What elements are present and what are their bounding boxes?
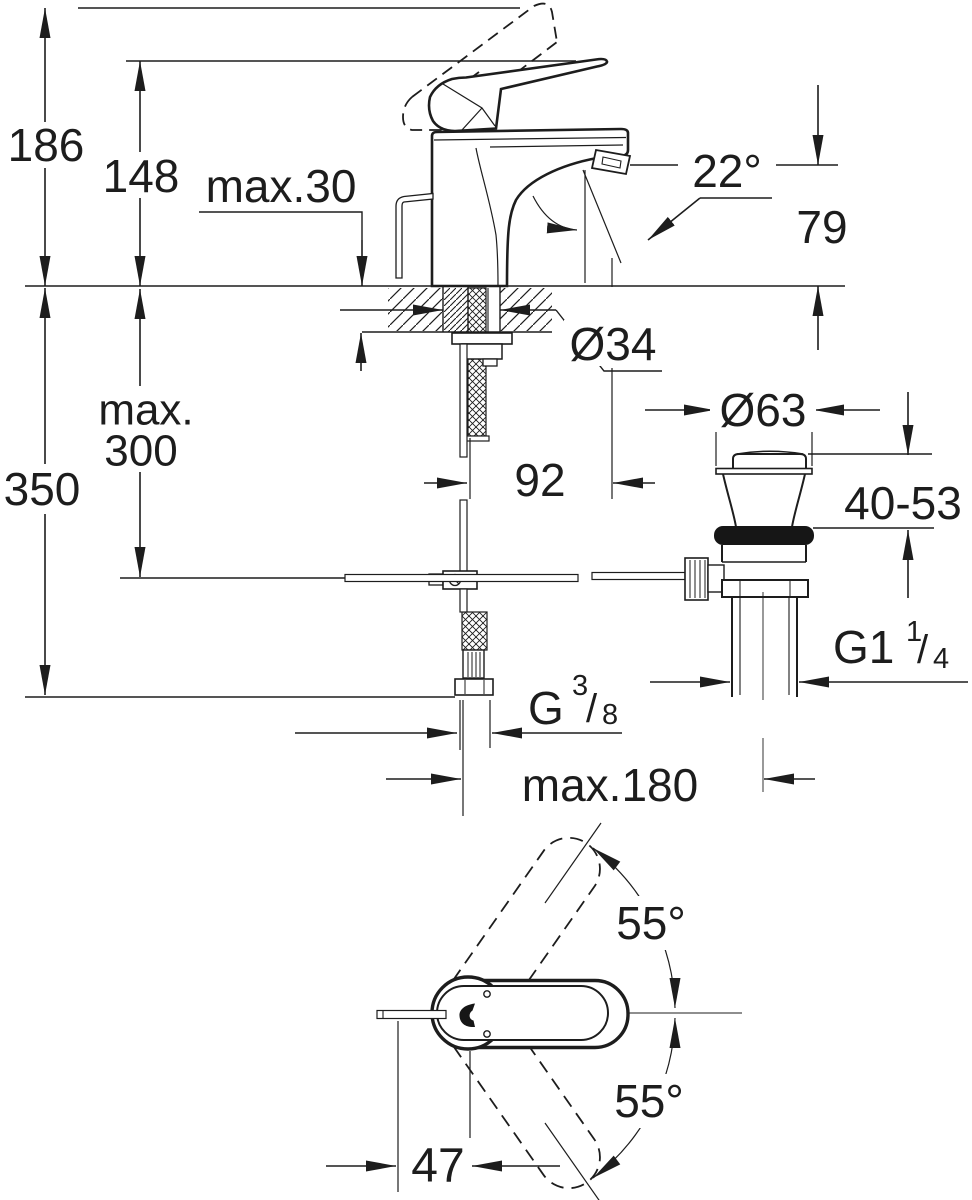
label-waste-range: 40-53 bbox=[844, 477, 962, 529]
arc-arrowheads bbox=[593, 848, 681, 1178]
svg-text:G: G bbox=[528, 682, 564, 734]
pull-rod-top bbox=[376, 1009, 447, 1020]
dim-spout-reach bbox=[424, 438, 655, 499]
supply-hose bbox=[444, 287, 494, 696]
side-view bbox=[25, 2, 845, 792]
faucet-body bbox=[430, 127, 632, 288]
dimensions bbox=[39, 8, 968, 1192]
radial-line-lower bbox=[544, 1122, 600, 1200]
faucet-top-body bbox=[376, 975, 630, 1051]
label-rod-max-1: max. bbox=[98, 386, 193, 435]
label-rod-max-2: 300 bbox=[104, 427, 177, 476]
svg-text:3: 3 bbox=[572, 670, 588, 702]
pull-rod bbox=[395, 192, 434, 279]
svg-text:1: 1 bbox=[906, 616, 922, 648]
label-supply-thread: G 3 / 8 bbox=[528, 670, 618, 734]
svg-text:G1: G1 bbox=[833, 621, 894, 673]
label-waste-thread: G1 1 / 4 bbox=[833, 616, 949, 675]
label-spout-height: 79 bbox=[796, 201, 847, 253]
label-lever-height: 148 bbox=[103, 150, 180, 202]
hose-nut bbox=[454, 678, 494, 696]
lever-solid bbox=[427, 57, 609, 133]
svg-text:/: / bbox=[586, 687, 598, 731]
dim-deck-thickness bbox=[199, 211, 368, 371]
label-swivel-top: 55° bbox=[616, 897, 686, 949]
dim-handle-offset bbox=[326, 1021, 560, 1192]
actuator-rod bbox=[344, 571, 686, 583]
dim-waste-range bbox=[808, 392, 934, 598]
svg-text:/: / bbox=[917, 628, 929, 672]
svg-text:4: 4 bbox=[933, 643, 949, 675]
waste-cap bbox=[732, 453, 807, 470]
label-swivel-bottom: 55° bbox=[614, 1075, 684, 1127]
label-hose-length: 350 bbox=[4, 463, 81, 515]
countertop-section bbox=[25, 285, 845, 333]
cartridge-mark bbox=[459, 1003, 475, 1028]
labels: 186 148 max.30 22° 79 350 max. 300 Ø34 9… bbox=[0, 119, 962, 1194]
label-spout-reach: 92 bbox=[514, 454, 565, 506]
radial-line-upper bbox=[544, 822, 602, 904]
seal-ring bbox=[714, 526, 814, 545]
jet-angle-lines bbox=[532, 169, 622, 283]
mounting-nut bbox=[451, 332, 513, 367]
label-aerator-angle: 22° bbox=[692, 145, 762, 197]
svg-text:8: 8 bbox=[602, 699, 618, 731]
label-handle-offset: 47 bbox=[411, 1140, 464, 1193]
dim-supply-thread bbox=[295, 700, 622, 750]
label-hose-reach: max.180 bbox=[522, 759, 698, 811]
waste-valve bbox=[684, 450, 814, 792]
swivel-arrow-arc bbox=[532, 195, 578, 234]
label-hole-diameter: Ø34 bbox=[570, 318, 657, 370]
label-flange-diameter: Ø63 bbox=[720, 384, 807, 436]
dim-aerator-angle bbox=[647, 197, 772, 241]
dim-hose-reach bbox=[386, 700, 815, 816]
label-total-height: 186 bbox=[8, 119, 85, 171]
label-deck-thickness: max.30 bbox=[206, 160, 357, 212]
